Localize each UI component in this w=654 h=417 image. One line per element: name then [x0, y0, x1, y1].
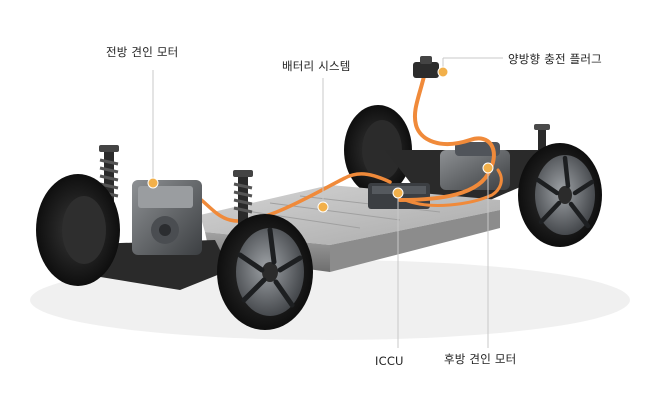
rear-right-shock: [534, 124, 550, 163]
rear-left-wheel: [344, 105, 412, 195]
charging-cable: [398, 70, 496, 202]
hv-cable-link: [403, 168, 503, 207]
front-motor: [132, 180, 202, 255]
label-iccu: ICCU: [375, 354, 404, 368]
front-right-shock: [233, 170, 253, 224]
marker-charge-plug-icon: [437, 66, 449, 78]
label-battery: 배터리 시스템: [282, 59, 351, 73]
front-left-wheel: [36, 174, 120, 286]
charge-plug: [413, 56, 439, 78]
hv-cable-front: [178, 172, 392, 223]
label-rear-motor: 후방 견인 모터: [444, 352, 517, 366]
front-right-wheel: [217, 214, 313, 330]
marker-battery-icon: [317, 201, 329, 213]
marker-iccu-icon: [392, 187, 404, 199]
label-front-motor: 전방 견인 모터: [106, 45, 179, 59]
marker-rear-motor-icon: [482, 162, 494, 174]
front-left-shock: [99, 145, 119, 204]
marker-front-motor-icon: [147, 177, 159, 189]
rear-right-wheel: [518, 143, 602, 247]
label-charge-plug: 양방향 충전 플러그: [508, 52, 602, 66]
